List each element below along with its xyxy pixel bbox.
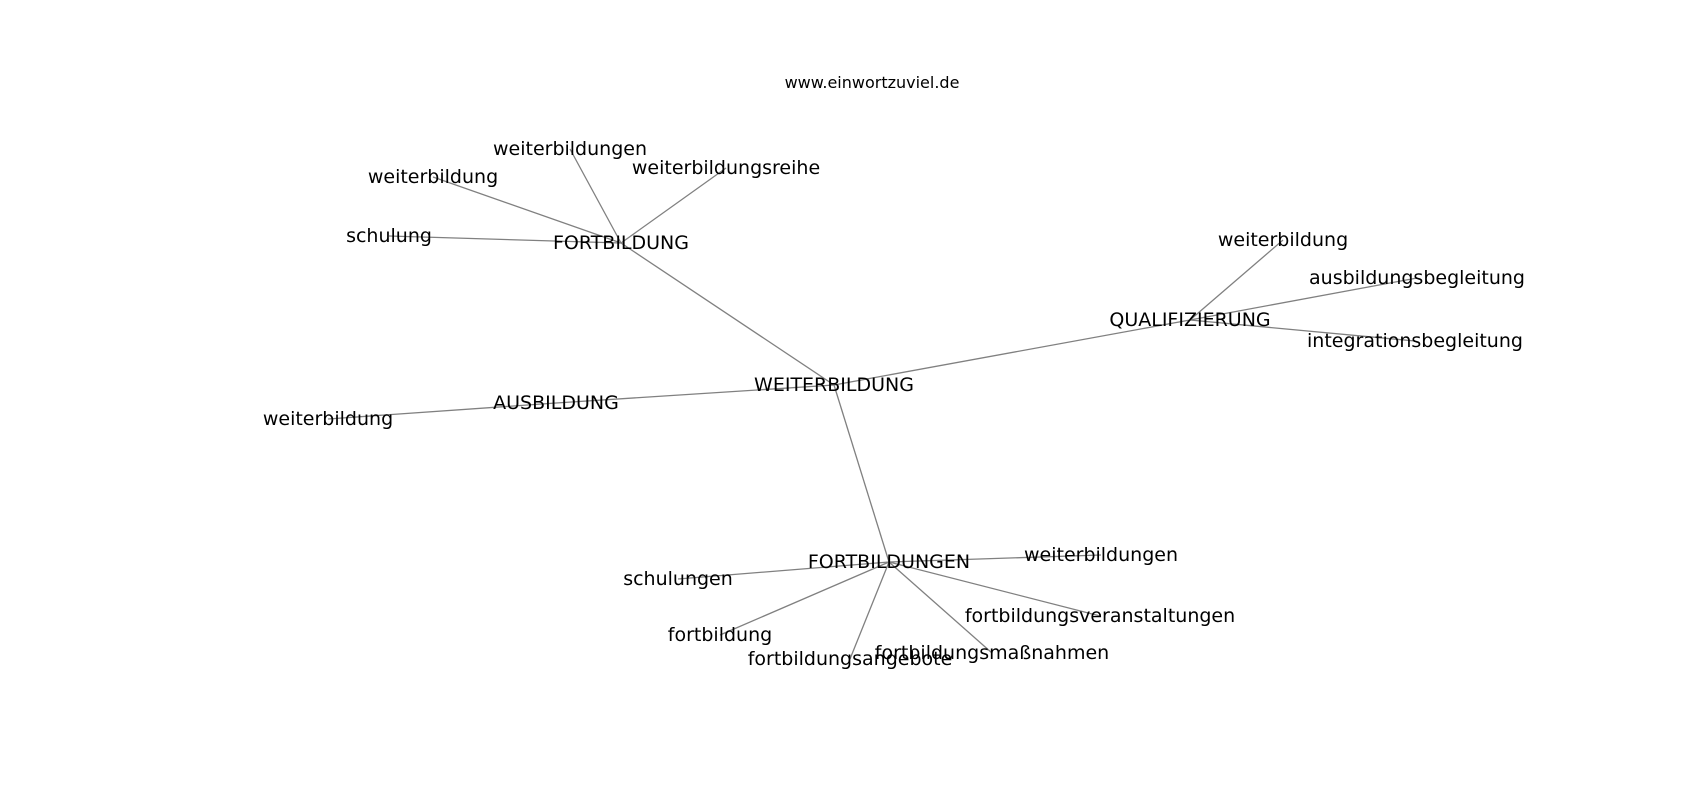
node-hub-ausbildung: AUSBILDUNG [493, 392, 619, 414]
node-leaf-schulungen: schulungen [623, 568, 733, 590]
edges-layer [327, 148, 1418, 660]
node-leaf-integrationsbegleitung: integrationsbegleitung [1307, 330, 1523, 352]
node-leaf-weiterbildung: weiterbildung [368, 166, 498, 188]
node-leaf-weiterbildungsreihe: weiterbildungsreihe [632, 157, 820, 179]
node-leaf-fortbildungsmassnahmen: fortbildungsmaßnahmen [875, 642, 1109, 664]
edge-fortbildungen-leaf-0 [677, 561, 890, 580]
edge-qualifizierung-leaf-0 [1189, 239, 1284, 321]
node-hub-fortbildungen: FORTBILDUNGEN [808, 551, 970, 573]
edge-ausbildung-leaf-0 [327, 402, 557, 420]
node-leaf-weiterbildungen: weiterbildungen [493, 138, 647, 160]
node-leaf-weiterbildungen: weiterbildungen [1024, 544, 1178, 566]
edge-fortbildungen-leaf-2 [719, 561, 890, 636]
node-root-weiterbildung: WEITERBILDUNG [754, 374, 914, 396]
edge-fortbildungen-leaf-5 [888, 561, 993, 654]
node-leaf-fortbildung: fortbildung [668, 624, 772, 646]
node-leaf-fortbildungsangebote: fortbildungsangebote [748, 648, 953, 670]
labels-layer: WEITERBILDUNG FORTBILDUNG weiterbildunge… [263, 138, 1525, 670]
node-leaf-weiterbildung: weiterbildung [1218, 229, 1348, 251]
edge-fortbildung-leaf-1 [432, 176, 622, 244]
edge-fortbildungen-leaf-1 [888, 554, 1102, 563]
edge-fortbildung-leaf-2 [620, 167, 727, 244]
edge-root-fortbildung [620, 242, 835, 386]
site-url: www.einwortzuviel.de [785, 73, 960, 92]
edge-root-fortbildungen [833, 384, 890, 563]
node-hub-qualifizierung: QUALIFIZIERUNG [1109, 309, 1270, 331]
edge-root-qualifizierung [833, 319, 1191, 386]
edge-fortbildungen-leaf-3 [888, 561, 1101, 617]
node-leaf-ausbildungsbegleitung: ausbildungsbegleitung [1309, 267, 1525, 289]
node-hub-fortbildung: FORTBILDUNG [553, 232, 689, 254]
edge-root-ausbildung [555, 384, 835, 404]
edge-qualifizierung-leaf-1 [1189, 277, 1418, 321]
edge-qualifizierung-leaf-2 [1189, 319, 1416, 342]
node-leaf-schulung: schulung [346, 225, 432, 247]
edge-fortbildung-leaf-0 [569, 148, 622, 244]
node-leaf-weiterbildung: weiterbildung [263, 408, 393, 430]
edge-fortbildungen-leaf-4 [849, 561, 890, 660]
edge-fortbildung-leaf-3 [388, 235, 622, 244]
node-leaf-fortbildungsveranstaltungen: fortbildungsveranstaltungen [965, 605, 1235, 627]
